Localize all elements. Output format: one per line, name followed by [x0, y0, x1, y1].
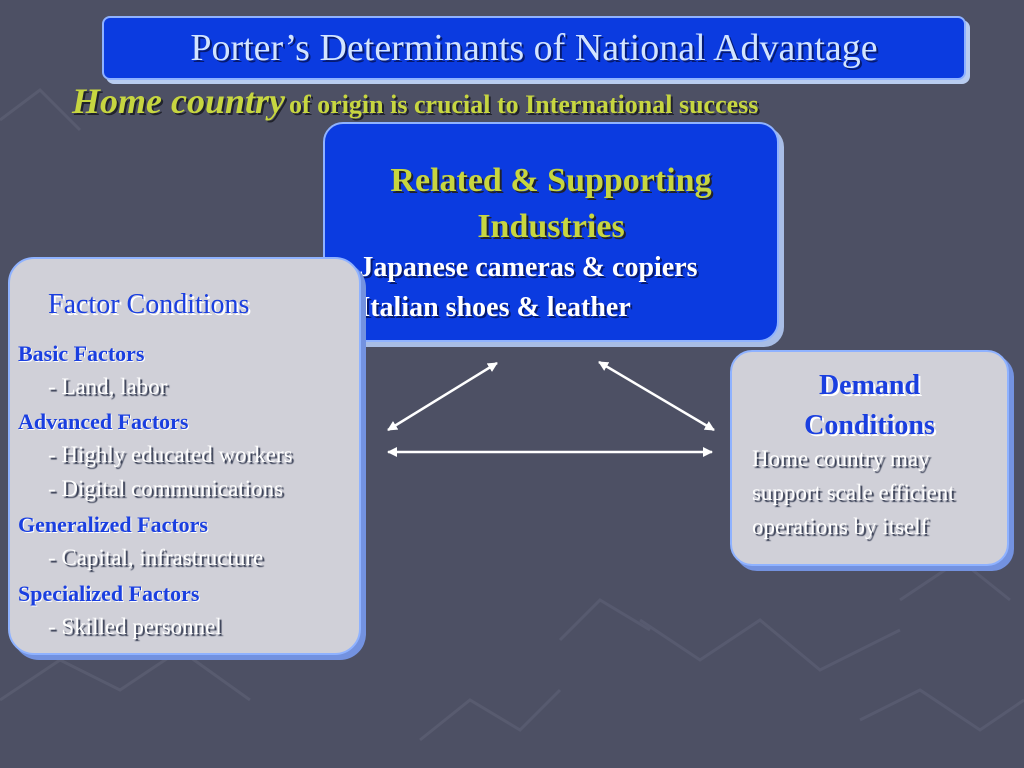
demand-line: support scale efficient — [752, 480, 955, 505]
slide-title: Porter’s Determinants of National Advant… — [190, 27, 878, 69]
demand-line: operations by itself — [752, 514, 929, 539]
demand-title-line2: Conditions — [804, 410, 935, 441]
demand-title: Demand Conditions — [732, 366, 1007, 446]
factor-item: - Digital communications — [48, 476, 284, 501]
factor-conditions-box: Factor Conditions Basic Factors - Land, … — [8, 257, 361, 655]
factor-category: Generalized Factors — [18, 512, 208, 537]
factor-category: Specialized Factors — [18, 581, 200, 606]
demand-line: Home country may — [752, 446, 930, 471]
factor-item: - Highly educated workers — [48, 442, 293, 467]
subtitle-rest: of origin is crucial to International su… — [289, 90, 759, 119]
subtitle-emphasis: Home country — [72, 81, 285, 121]
factor-item: - Capital, infrastructure — [48, 545, 264, 570]
demand-conditions-box: Demand Conditions Home country may suppo… — [730, 350, 1009, 566]
factor-item: - Land, labor — [48, 374, 168, 399]
related-title-line1: Related & Supporting — [390, 162, 712, 199]
related-item: - Italian shoes & leather — [343, 292, 631, 323]
related-item: - Japanese cameras & copiers — [343, 252, 698, 283]
slide-subtitle: Home country of origin is crucial to Int… — [72, 80, 992, 122]
related-title-line2: Industries — [477, 208, 625, 245]
demand-title-line1: Demand — [818, 370, 921, 401]
related-title: Related & Supporting Industries — [325, 158, 777, 250]
factor-category: Basic Factors — [18, 341, 145, 366]
related-supporting-industries-box: Related & Supporting Industries - Japane… — [323, 122, 779, 342]
factor-title: Factor Conditions — [48, 289, 250, 320]
factor-item: - Skilled personnel — [48, 614, 222, 639]
title-banner: Porter’s Determinants of National Advant… — [102, 16, 966, 80]
factor-category: Advanced Factors — [18, 409, 189, 434]
